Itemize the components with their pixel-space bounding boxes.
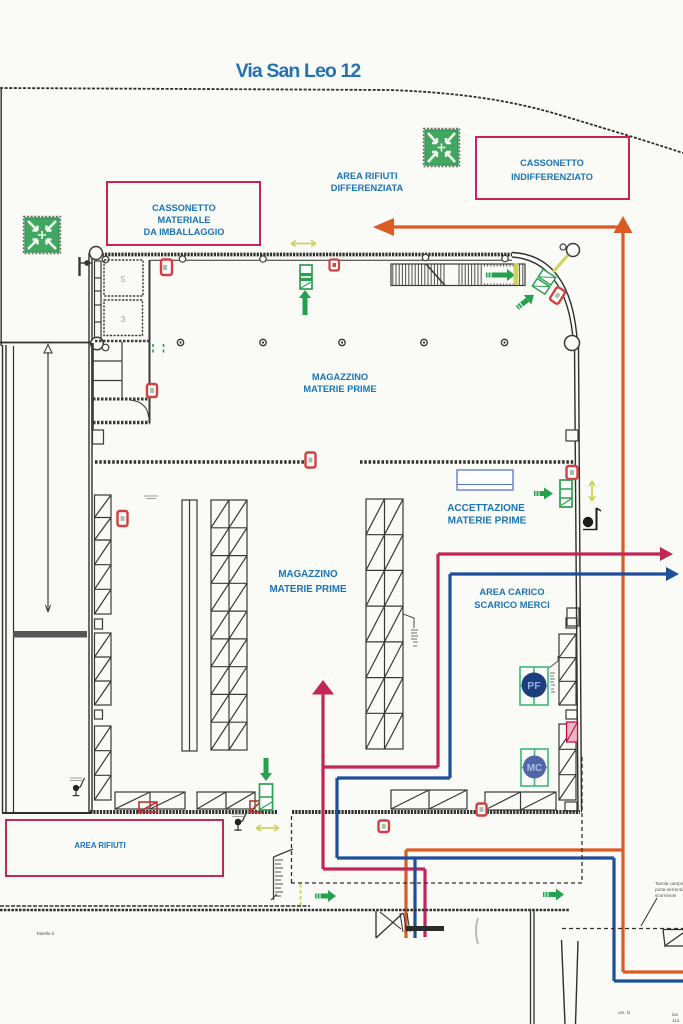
svg-text:MATERIE PRIME: MATERIE PRIME [448,516,527,527]
svg-text:AREA CARICO: AREA CARICO [479,587,544,597]
svg-text:MAGAZZINO: MAGAZZINO [312,372,368,382]
svg-text:AREA RIFIUTI: AREA RIFIUTI [74,841,125,850]
svg-text:MATERIE PRIME: MATERIE PRIME [303,384,376,394]
svg-text:Tavola campion.: Tavola campion. [655,881,683,886]
svg-text:MAGAZZINO: MAGAZZINO [278,569,338,580]
svg-text:PF: PF [527,680,541,692]
svg-text:tav: tav [672,1012,679,1017]
svg-text:MC: MC [527,763,543,774]
svg-text:5: 5 [121,275,126,284]
svg-text:MATERIE PRIME: MATERIE PRIME [269,584,347,595]
svg-text:CASSONETTO: CASSONETTO [152,203,216,213]
svg-text:MATERIALE: MATERIALE [158,215,211,225]
svg-text:AREA RIFIUTI: AREA RIFIUTI [336,171,397,181]
svg-text:SCARICO MERCI: SCARICO MERCI [474,600,549,610]
svg-text:scorrevole: scorrevole [655,893,677,898]
svg-text:DIFFERENZIATA: DIFFERENZIATA [331,183,404,193]
svg-text:DA IMBALLAGGIO: DA IMBALLAGGIO [144,227,225,237]
svg-text:3: 3 [121,315,126,324]
svg-text:porta serranda: porta serranda [655,887,683,892]
svg-text:Tabella b: Tabella b [36,931,55,936]
svg-text:um. ls: um. ls [618,1010,631,1015]
svg-text:ACCETTAZIONE: ACCETTAZIONE [447,503,525,514]
svg-text:CASSONETTO: CASSONETTO [520,158,584,168]
svg-text:INDIFFERENZIATO: INDIFFERENZIATO [511,172,593,182]
svg-text:11a: 11a [672,1018,680,1023]
svg-text:Via San Leo 12: Via San Leo 12 [236,60,362,82]
